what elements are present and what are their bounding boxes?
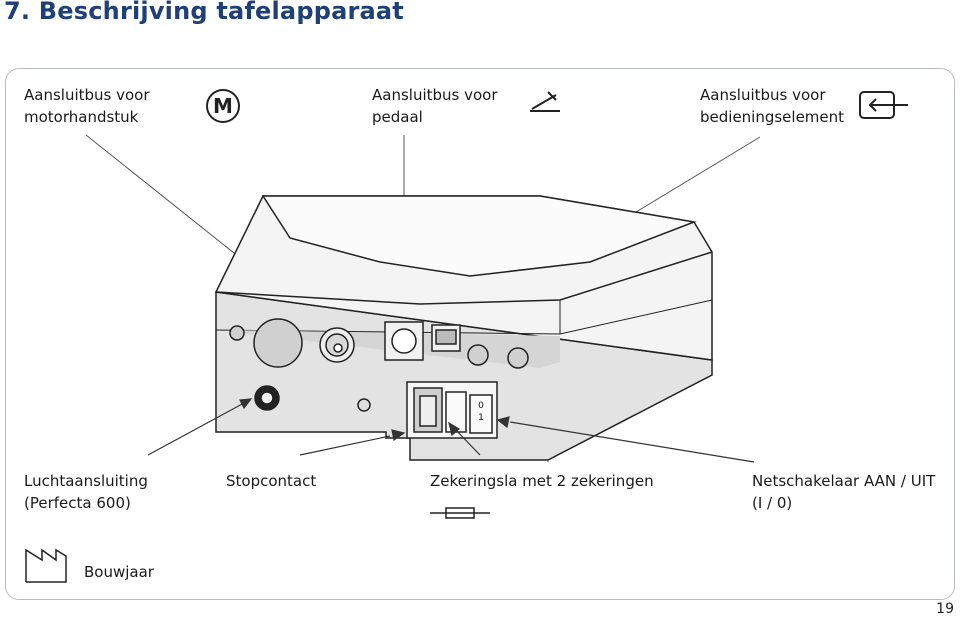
arrow-socket — [391, 429, 406, 442]
socket-label: Stopcontact — [226, 472, 317, 490]
arrow-switch — [496, 416, 510, 429]
pedal-icon — [530, 91, 560, 112]
power-panel — [406, 381, 498, 439]
switch-off-mark: 0 — [478, 401, 484, 411]
page-number: 19 — [936, 601, 954, 617]
mains-switch-label: Netschakelaar AAN / UIT (I / 0) — [752, 472, 936, 512]
mains-switch — [469, 394, 493, 434]
section-title: 7. Beschrijving tafelapparaat — [4, 0, 404, 25]
arrow-air — [239, 398, 253, 410]
leader-line-netswitch — [509, 421, 755, 463]
fuse-drawer-label: Zekeringsla met 2 zekeringen — [430, 472, 654, 490]
fuse-icon — [430, 507, 490, 519]
motor-socket-label: Aansluitbus voor motorhandstuk — [24, 86, 150, 126]
small-screw-left — [229, 325, 245, 341]
blank-cover — [253, 318, 303, 368]
control-socket-label: Aansluitbus voor bedieningselement — [700, 86, 845, 126]
fuse-drawer — [445, 391, 467, 433]
arrow-fuse — [448, 421, 461, 437]
motor-symbol-letter: M — [213, 94, 233, 118]
pedal-socket-label: Aansluitbus voor pedaal — [372, 86, 498, 126]
leader-line-fuse — [453, 427, 481, 456]
control-connector-icon — [859, 91, 908, 119]
year-of-manufacture-label: Bouwjaar — [84, 563, 154, 581]
round-cap-2 — [507, 347, 529, 369]
air-connection-label: Luchtaansluiting (Perfecta 600) — [24, 472, 148, 512]
leader-line-socket — [299, 435, 391, 456]
small-screw-right — [357, 398, 371, 412]
leader-line-air — [147, 402, 245, 456]
motor-icon — [206, 89, 240, 123]
switch-on-mark: 1 — [478, 413, 484, 423]
factory-year-icon — [25, 548, 67, 583]
round-cap-1 — [467, 344, 489, 366]
